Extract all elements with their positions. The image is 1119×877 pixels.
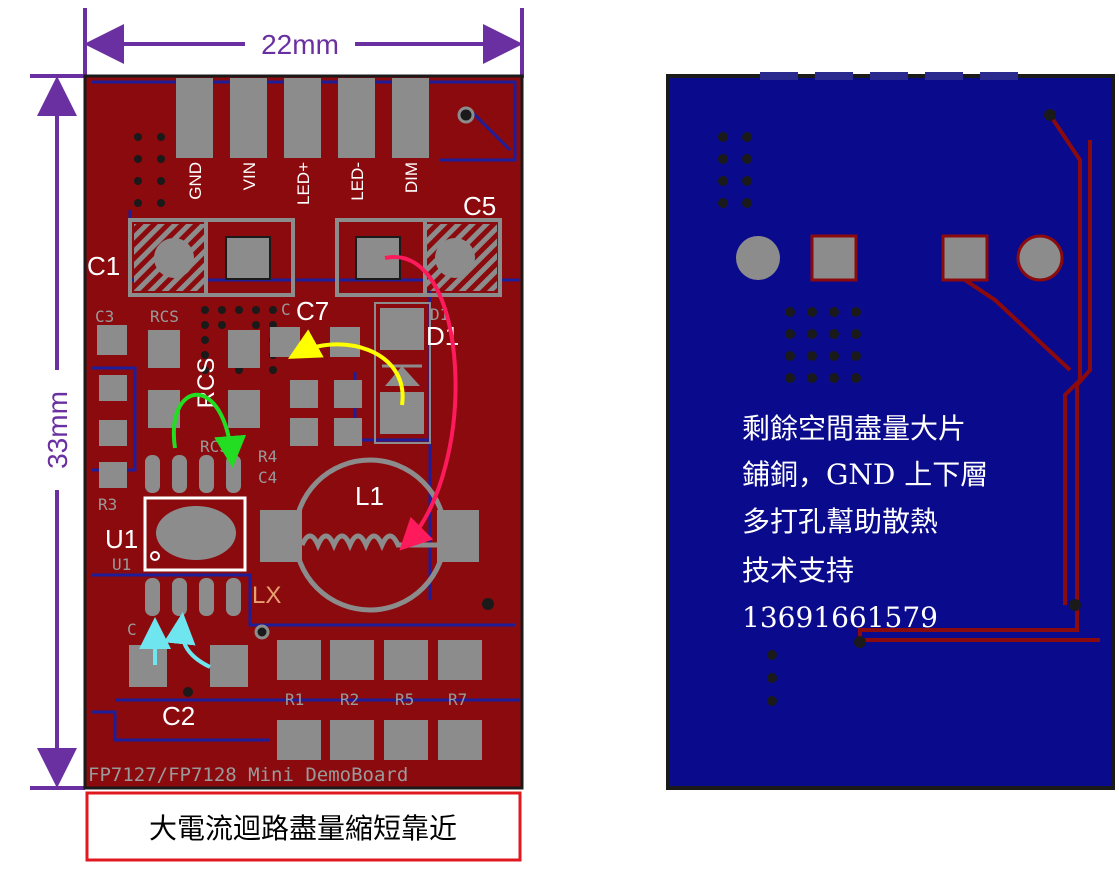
pin-vin-label: VIN xyxy=(240,162,259,190)
bottom-round-pad-left xyxy=(736,236,780,280)
height-label: 33mm xyxy=(42,391,73,469)
note-line-1: 剩餘空間盡量大片 xyxy=(742,412,966,445)
silk-u1: U1 xyxy=(112,555,131,574)
lx-label: LX xyxy=(252,582,281,609)
rcs-label: RCS xyxy=(193,358,220,409)
bottom-layer-board: 剩餘空間盡量大片 鋪銅，GND 上下層 多打孔幫助散熱 技术支持 1369166… xyxy=(666,72,1115,790)
pin-gnd-label: GND xyxy=(186,162,205,200)
dimension-width: 22mm xyxy=(83,8,524,78)
inductor-l1 xyxy=(260,457,479,613)
bottom-traces xyxy=(858,113,1100,645)
silk-rcs: RCS xyxy=(150,307,179,326)
pin-dim-label: DIM xyxy=(402,162,421,193)
bottom-top-tabs xyxy=(760,72,1018,80)
connector-pads xyxy=(176,78,429,158)
caption-box: 大電流迴路盡量縮短靠近 xyxy=(85,791,522,862)
note-line-3: 多打孔幫助散熱 xyxy=(742,505,938,538)
pin-led-minus-label: LED- xyxy=(348,162,367,201)
silk-r4: R4 xyxy=(258,447,277,466)
top-layer-board: GND VIN LED+ LED- DIM C1 C5 xyxy=(83,74,524,790)
top-vias-left xyxy=(134,133,165,207)
loop-arrow-cyan-2 xyxy=(163,612,211,669)
resistor-pads xyxy=(277,640,482,760)
bottom-vias xyxy=(718,109,1081,706)
caption-text: 大電流迴路盡量縮短靠近 xyxy=(149,812,457,845)
bottom-square-pad-left xyxy=(810,234,858,282)
silk-board-name: FP7127/FP7128 Mini DemoBoard xyxy=(88,764,408,786)
silk-c3: C3 xyxy=(95,307,114,326)
loop-arrow-red xyxy=(384,255,458,551)
l1-label: L1 xyxy=(355,481,384,511)
top-small-pads xyxy=(97,308,424,488)
c1-label: C1 xyxy=(87,251,120,281)
width-label: 22mm xyxy=(261,29,339,60)
silk-r7: R7 xyxy=(448,690,467,709)
note-line-4: 技术支持 xyxy=(742,554,854,587)
capacitor-c1 xyxy=(128,218,295,297)
bottom-layer-note: 剩餘空間盡量大片 鋪銅，GND 上下層 多打孔幫助散熱 技术支持 1369166… xyxy=(742,412,988,634)
note-line-5: 13691661579 xyxy=(742,601,938,634)
loop-arrow-yellow xyxy=(288,329,405,406)
loop-arrow-green xyxy=(171,392,247,468)
bottom-square-pad-right xyxy=(941,234,989,282)
c5-label: C5 xyxy=(463,191,496,221)
silk-r2: R2 xyxy=(340,690,359,709)
c2-label: C2 xyxy=(162,701,195,731)
diode-d1 xyxy=(374,302,431,444)
c7-label: C7 xyxy=(296,296,329,326)
bottom-round-pad-right xyxy=(1016,234,1064,282)
dimension-height: 33mm xyxy=(30,74,85,790)
pin-led-plus-label: LED+ xyxy=(294,162,313,205)
connector-labels: GND VIN LED+ LED- DIM xyxy=(186,162,421,205)
note-line-2: 鋪銅，GND 上下層 xyxy=(742,458,988,491)
u1-label: U1 xyxy=(105,524,138,554)
silk-r1: R1 xyxy=(285,690,304,709)
silk-c2: C xyxy=(127,620,137,639)
silk-c7: C xyxy=(281,300,291,319)
silk-r3: R3 xyxy=(98,495,117,514)
silk-c4: C4 xyxy=(258,468,277,487)
silk-r5: R5 xyxy=(395,690,414,709)
capacitor-c2 xyxy=(129,645,248,687)
capacitor-c5 xyxy=(335,218,502,297)
